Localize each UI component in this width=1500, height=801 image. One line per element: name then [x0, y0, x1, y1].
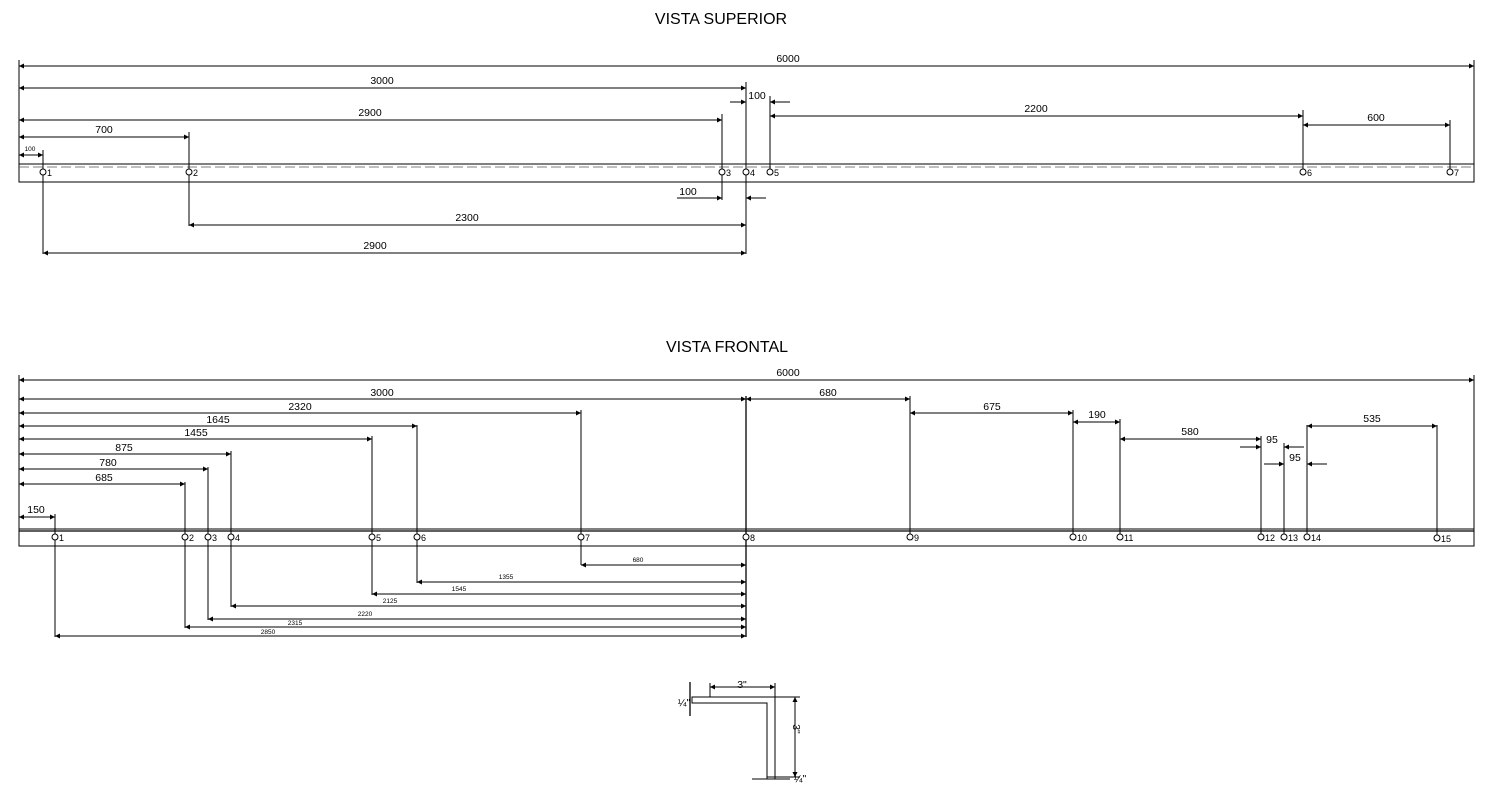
dim-680-right: 680: [819, 387, 837, 399]
hole-marker: [1069, 533, 1077, 541]
hole-marker: [742, 168, 750, 176]
dim-2125: 2125: [383, 598, 398, 605]
dim-875: 875: [115, 442, 133, 454]
hole-label: 7: [585, 533, 590, 543]
hole-marker: [1257, 533, 1265, 541]
dim-780: 780: [99, 457, 117, 469]
dim-2320: 2320: [288, 401, 312, 413]
front-view-title: VISTA FRONTAL: [666, 339, 788, 356]
hole-label: 3: [212, 533, 217, 543]
dim-6000-top: 6000: [776, 53, 800, 65]
hole-label: 5: [376, 533, 381, 543]
dim-1645: 1645: [206, 414, 230, 426]
dim-680-below: 680: [633, 557, 644, 564]
dim-1455: 1455: [184, 427, 208, 439]
hole-marker: [227, 533, 235, 541]
hole-marker: [1446, 168, 1454, 176]
hole-label: 14: [1311, 533, 1321, 543]
dim-thickness-bottom: ¼": [794, 773, 807, 785]
hole-marker: [1303, 533, 1311, 541]
hole-label: 13: [1288, 533, 1298, 543]
hole-label: 6: [1307, 168, 1312, 178]
dim-1355: 1355: [499, 574, 514, 581]
hole-marker: [766, 168, 774, 176]
hole-marker: [1116, 533, 1124, 541]
dim-2900-lower: 2900: [363, 240, 387, 252]
dim-190: 190: [1088, 409, 1106, 421]
dim-6000-front: 6000: [776, 367, 800, 379]
hole-label: 3: [726, 168, 731, 178]
hole-label: 10: [1077, 533, 1087, 543]
top-view: VISTA SUPERIOR 6000 3000 100 2900 2200: [18, 11, 1475, 256]
dim-2300: 2300: [455, 212, 479, 224]
hole-label: 15: [1441, 534, 1451, 544]
angle-profile: [691, 696, 776, 778]
dim-2200: 2200: [1024, 103, 1048, 115]
hole-marker: [204, 533, 212, 541]
hole-marker: [718, 168, 726, 176]
dim-2900-upper: 2900: [358, 107, 382, 119]
hole-label: 11: [1124, 533, 1133, 543]
dim-3000-top: 3000: [370, 75, 394, 87]
hole-label: 7: [1454, 168, 1459, 178]
hole-marker: [51, 533, 59, 541]
hole-marker: [185, 168, 193, 176]
dim-1545: 1545: [452, 586, 467, 593]
hole-label: 8: [750, 533, 755, 543]
front-view-holes: 1 2 3 4 5 6 7 8 9 10 11 12 13 1: [51, 533, 1451, 544]
top-view-title: VISTA SUPERIOR: [655, 11, 787, 28]
dim-535: 535: [1363, 413, 1381, 425]
dim-150: 150: [27, 504, 45, 516]
dim-100-lower: 100: [679, 186, 697, 198]
hole-marker: [742, 533, 750, 541]
dim-2315: 2315: [288, 620, 303, 627]
dim-thickness-top: ¼": [678, 697, 691, 709]
hole-marker: [39, 168, 47, 176]
top-view-holes: 1 2 3 4 5 6 7: [39, 168, 1459, 178]
hole-label: 9: [914, 533, 919, 543]
dim-100-upper: 100: [748, 90, 766, 102]
hole-label: 2: [193, 168, 198, 178]
hole-label: 12: [1265, 533, 1275, 543]
dim-675: 675: [983, 401, 1001, 413]
hole-label: 1: [47, 168, 52, 178]
hole-label: 6: [421, 533, 426, 543]
hole-marker: [1280, 533, 1288, 541]
dim-2850: 2850: [261, 629, 276, 636]
hole-marker: [577, 533, 585, 541]
dim-100-left: 100: [25, 146, 36, 153]
dim-685: 685: [95, 472, 113, 484]
front-view: VISTA FRONTAL 6000: [18, 339, 1475, 639]
dim-600: 600: [1367, 112, 1385, 124]
dim-leg-height: 3": [790, 724, 802, 734]
angle-section: 3" 3" ¼" ¼": [678, 679, 807, 785]
dim-95-lower: 95: [1289, 452, 1301, 464]
dim-580: 580: [1181, 426, 1199, 438]
hole-label: 1: [59, 533, 64, 543]
front-view-extension-lines: [18, 375, 1475, 637]
hole-label: 4: [750, 168, 755, 178]
hole-marker: [906, 533, 914, 541]
dim-95-upper: 95: [1266, 434, 1278, 446]
dim-3000-front: 3000: [370, 387, 394, 399]
hole-marker: [413, 533, 421, 541]
dim-700: 700: [95, 124, 113, 136]
dim-leg-width: 3": [737, 679, 747, 691]
hole-label: 2: [189, 533, 194, 543]
dim-2220: 2220: [358, 611, 373, 618]
hole-marker: [181, 533, 189, 541]
hole-label: 4: [235, 533, 240, 543]
hole-marker: [1433, 534, 1441, 542]
hole-marker: [1299, 168, 1307, 176]
top-view-extension-lines: [18, 60, 1475, 254]
hole-marker: [368, 533, 376, 541]
hole-label: 5: [774, 168, 779, 178]
